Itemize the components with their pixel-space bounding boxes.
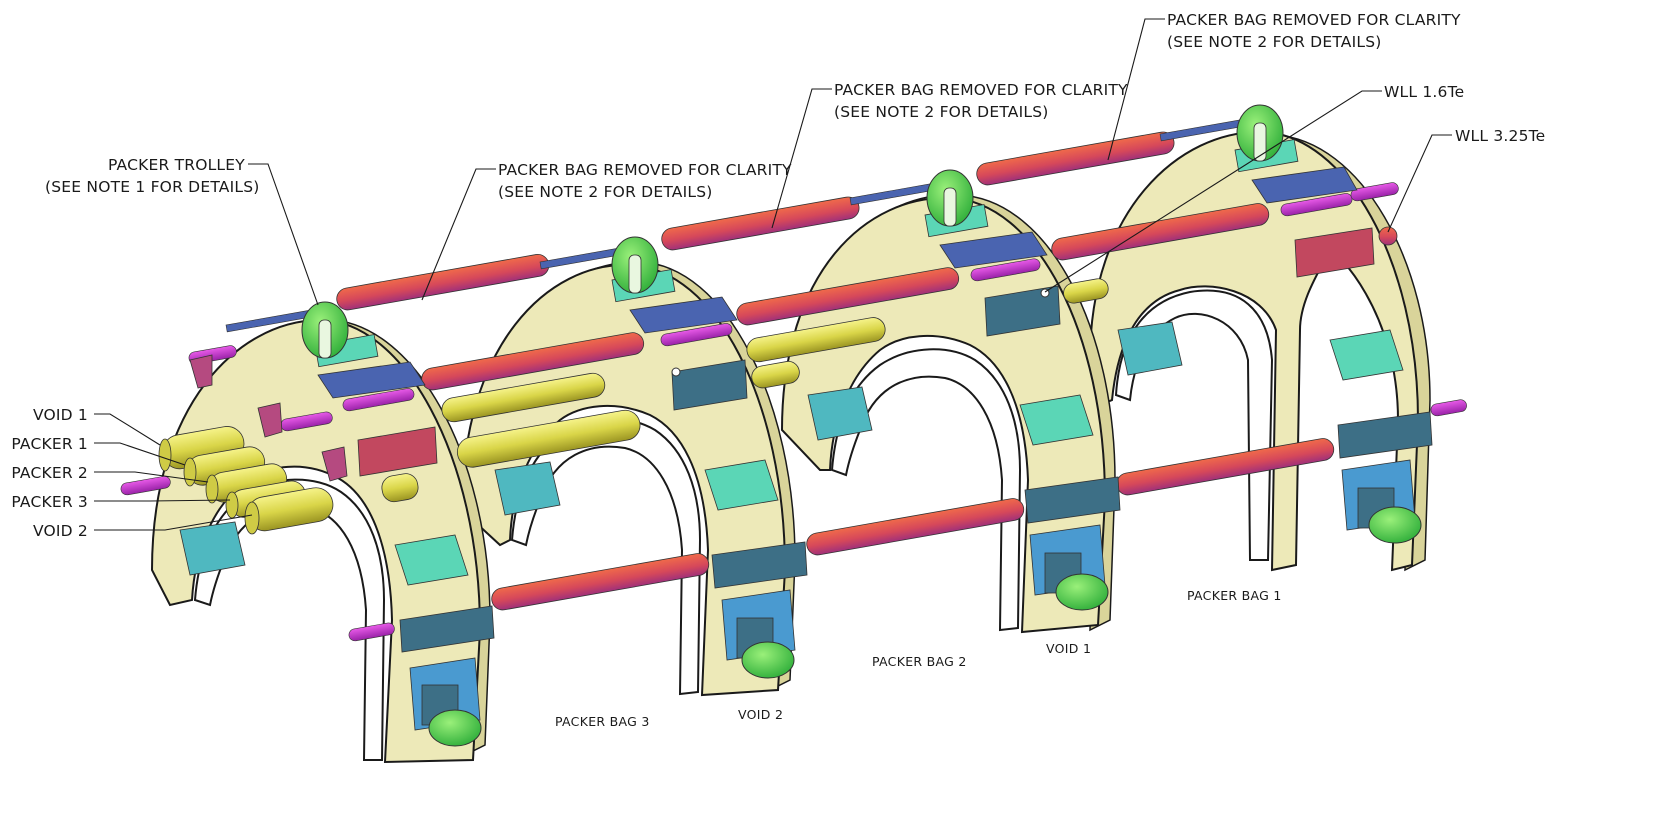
lug-plate [189, 354, 213, 389]
lug-plate [984, 285, 1061, 337]
pins [120, 182, 1467, 642]
tie-bar-top-1 [336, 254, 550, 311]
pin [120, 475, 171, 496]
pin [970, 258, 1041, 282]
tie-bar-mid-3 [1051, 203, 1270, 261]
trolley-wheel-2 [611, 236, 676, 303]
pin [1350, 182, 1399, 202]
tube-end [244, 501, 260, 535]
callout-bag-removed-1-line2: (SEE NOTE 2 FOR DETAILS) [498, 183, 712, 201]
bracket [704, 459, 779, 511]
pin [1430, 399, 1467, 417]
red-plate [1294, 227, 1375, 278]
side-brackets [179, 321, 1404, 586]
clamp-low [1337, 411, 1433, 459]
trolley-wheel-3 [924, 169, 989, 238]
lug-plate [257, 402, 283, 438]
red-plate [357, 426, 438, 477]
bracket [1117, 321, 1183, 376]
trolley-wheel-1 [301, 301, 379, 368]
tie-bar-low-1 [491, 553, 710, 611]
lug-plate [321, 446, 348, 482]
bracket [1329, 329, 1404, 381]
callout-packer-trolley-line1: PACKER TROLLEY [108, 156, 245, 174]
tie-bar-top-3 [976, 131, 1175, 186]
tie-bar-low-3 [1116, 438, 1335, 496]
top-trolleys [301, 104, 1299, 368]
lug-hole [671, 367, 681, 377]
bottom-trolleys [409, 459, 1422, 747]
tube-label-packer-3: PACKER 3 [11, 493, 88, 511]
clamp-top [1251, 166, 1358, 204]
pin [342, 388, 415, 412]
clamp-low [1024, 476, 1121, 524]
callout-bag-removed-2-line1: PACKER BAG REMOVED FOR CLARITY [834, 81, 1128, 99]
tube [1063, 278, 1109, 304]
tube-end [205, 474, 219, 504]
callout-bag-removed-1-line1: PACKER BAG REMOVED FOR CLARITY [498, 161, 792, 179]
tube [381, 473, 419, 503]
tie-bar-mid-2 [736, 267, 960, 326]
clamp-blocks [189, 166, 1433, 653]
callout-wll-small: WLL 1.6Te [1384, 83, 1464, 101]
tube-label-void-2: VOID 2 [33, 522, 88, 540]
callout-packer-trolley-line2: (SEE NOTE 1 FOR DETAILS) [45, 178, 259, 196]
tie-bars [336, 131, 1398, 611]
tube [456, 409, 641, 468]
tube-label-packer-2: PACKER 2 [11, 464, 88, 482]
clamp-low [711, 541, 808, 589]
bottom-trolley-3 [1029, 524, 1109, 611]
bracket [807, 386, 873, 441]
tube-end [158, 438, 172, 472]
tube-labels: VOID 1 PACKER 1 PACKER 2 PACKER 3 VOID 2 [11, 406, 88, 540]
clamp-top [629, 296, 738, 334]
leader-lines [94, 18, 1452, 531]
bottom-trolley-4 [1341, 459, 1422, 544]
callout-wll-large: WLL 3.25Te [1455, 127, 1545, 145]
callout-labels: PACKER TROLLEY (SEE NOTE 1 FOR DETAILS) … [45, 11, 1545, 201]
tube-label-void-1: VOID 1 [33, 406, 88, 424]
callout-bag-removed-3-line1: PACKER BAG REMOVED FOR CLARITY [1167, 11, 1461, 29]
clamp-low [399, 605, 495, 653]
lug-plate [671, 359, 748, 411]
pin [348, 622, 395, 642]
packer-tubes [158, 278, 1109, 535]
floor-label-void-2: VOID 2 [738, 707, 783, 722]
bracket [394, 534, 469, 586]
pin [660, 323, 733, 347]
tie-bar-low-2 [806, 498, 1025, 556]
tube-label-packer-1: PACKER 1 [11, 435, 88, 453]
bottom-trolley-1 [409, 657, 482, 747]
bracket [179, 521, 246, 576]
floor-label-packer-bag-1: PACKER BAG 1 [1187, 588, 1282, 603]
tube [441, 372, 606, 423]
top-rails [225, 118, 1249, 333]
tie-bar-top-2 [661, 196, 860, 251]
bottom-trolley-2 [721, 589, 796, 679]
tube [746, 317, 886, 363]
floor-label-void-1: VOID 1 [1046, 641, 1091, 656]
clamp-top [317, 361, 426, 399]
trolley-wheel-4 [1234, 104, 1299, 173]
bracket [1019, 394, 1094, 446]
callout-bag-removed-3-line2: (SEE NOTE 2 FOR DETAILS) [1167, 33, 1381, 51]
tube [751, 361, 800, 389]
tube-end [225, 491, 239, 519]
floor-labels: PACKER BAG 3 VOID 2 PACKER BAG 2 VOID 1 … [555, 588, 1282, 729]
callout-bag-removed-2-line2: (SEE NOTE 2 FOR DETAILS) [834, 103, 1048, 121]
floor-label-packer-bag-2: PACKER BAG 2 [872, 654, 967, 669]
tube-end [183, 457, 197, 487]
tie-bar-end-cap [1378, 226, 1398, 246]
floor-label-packer-bag-3: PACKER BAG 3 [555, 714, 650, 729]
clamp-top [939, 231, 1048, 269]
bracket [494, 461, 561, 516]
